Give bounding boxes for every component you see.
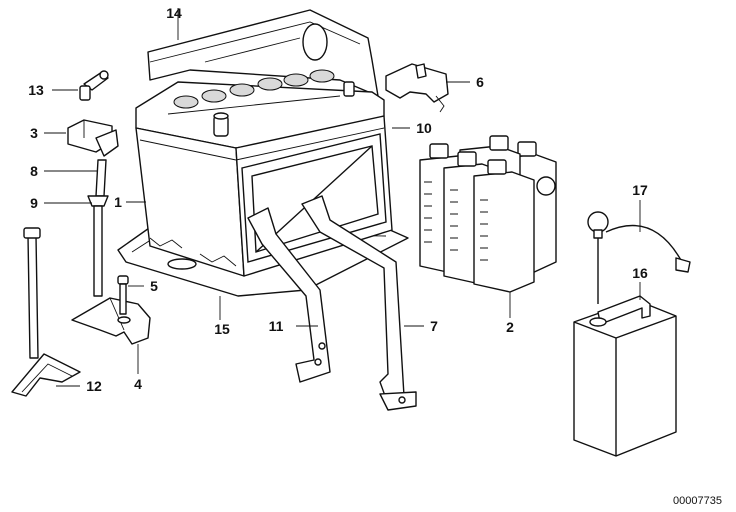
- part-13-bolt: [79, 70, 109, 101]
- part-17-hydrometer: [587, 211, 691, 304]
- callout-9: 9: [30, 195, 38, 211]
- callout-13: 13: [28, 82, 44, 98]
- callout-4: 4: [134, 376, 142, 392]
- callout-7: 7: [430, 318, 438, 334]
- callout-16: 16: [632, 265, 648, 281]
- callout-8: 8: [30, 163, 38, 179]
- leader-lines: [44, 8, 641, 387]
- callout-11: 11: [269, 318, 284, 334]
- part-2-fluid-bottles: [419, 135, 557, 293]
- part-16-jerry-can: [573, 295, 677, 457]
- part-11-support-strap: [247, 207, 331, 383]
- callout-14: 14: [166, 5, 182, 21]
- callout-12: 12: [86, 378, 102, 394]
- callout-15: 15: [214, 321, 230, 337]
- part-8-vent-hose: [87, 159, 109, 297]
- part-12-rod-clamp: [11, 227, 81, 397]
- part-4-bracket: [71, 297, 151, 345]
- document-id: 00007735: [673, 495, 722, 507]
- callout-2: 2: [506, 319, 514, 335]
- callout-6: 6: [476, 74, 484, 90]
- callout-3: 3: [30, 125, 38, 141]
- part-6-clip: [385, 63, 449, 113]
- callout-1: 1: [114, 194, 122, 210]
- part-7-support-strap: [301, 195, 417, 411]
- part-5-screw: [117, 275, 131, 324]
- callout-5: 5: [150, 278, 158, 294]
- callout-17: 17: [632, 182, 648, 198]
- callout-10: 10: [416, 120, 432, 136]
- part-3-terminal-block: [67, 119, 119, 157]
